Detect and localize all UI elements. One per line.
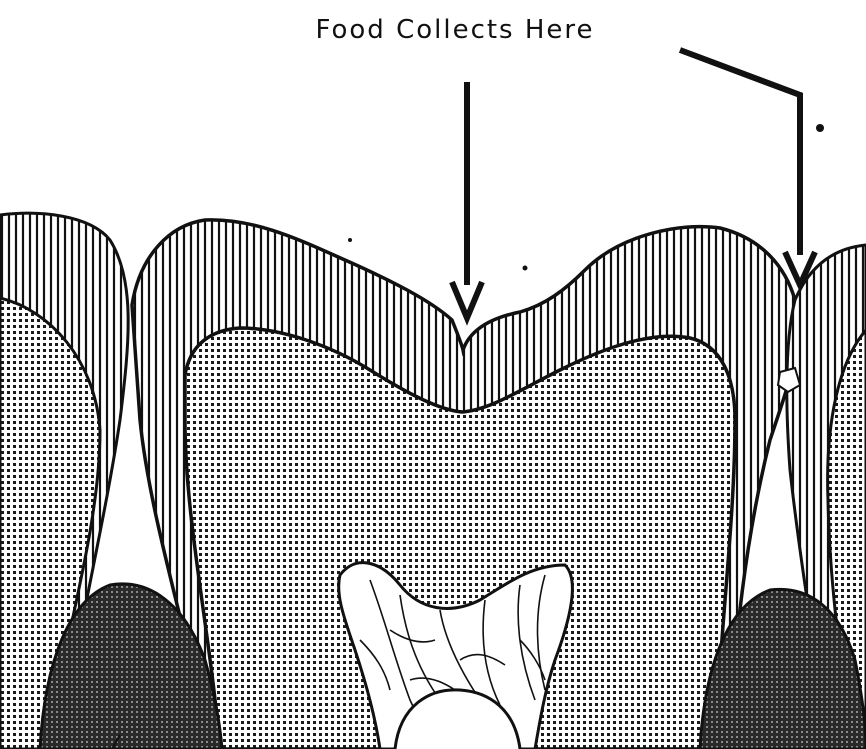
figure-label: Food Collects Here: [315, 15, 594, 45]
arrow-center: [452, 82, 482, 318]
speck: [523, 266, 528, 271]
arrow-center-head: [452, 282, 482, 318]
center-molar: [132, 220, 798, 749]
speck: [348, 238, 352, 242]
speck: [816, 124, 824, 132]
